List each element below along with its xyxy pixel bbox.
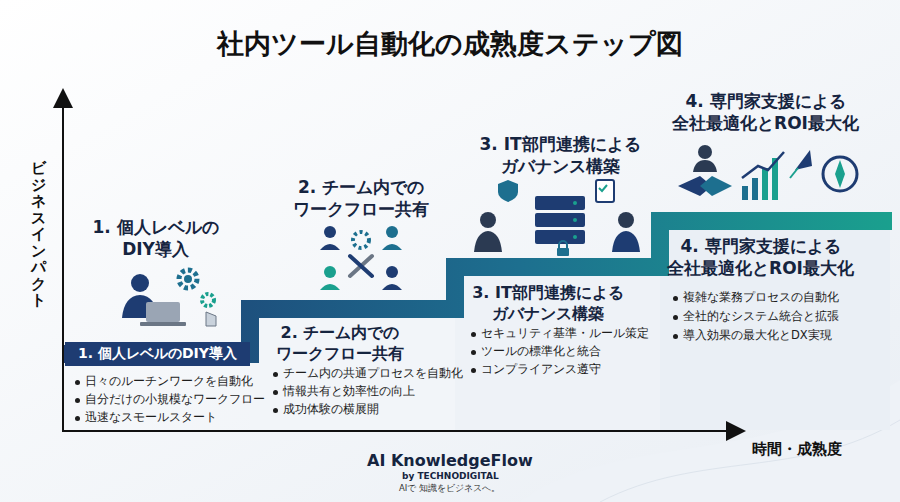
axis-label: ビジネスインパクト [31,160,46,309]
step-heading: 4. 専門家支援による 全社最適化とROI最大化 [653,235,868,279]
bullet-item: チーム内の共通プロセスを自動化 [272,366,463,381]
bullet-dot [273,390,278,395]
bullet-text: コンプライアンス遵守 [481,362,601,376]
bullet-text: 成功体験の横展開 [283,402,379,416]
step-label-box: 1. 個人レベルのDIY導入 [65,342,250,366]
bullet-item: セキュリティ基準・ルール策定 [470,326,649,341]
bullet-dot [75,416,80,421]
brand-tagline: AIで 知識をビジネスへ。 [399,483,500,495]
bullet-item: ツールの標準化と統合 [470,344,601,359]
bullet-dot [673,296,678,301]
bullet-dot [75,398,80,403]
axis-label: 時間・成熟度 [752,440,842,459]
bullet-text: 迅速なスモールスタート [85,410,217,424]
bullet-text: 複雑な業務プロセスの自動化 [683,290,839,304]
bullet-item: 自分だけの小規模なワークフロー [74,392,265,407]
brand-sub: by TECHNODIGITAL [402,471,499,481]
step-heading: 4. 専門家支援による 全社最適化とROI最大化 [658,90,873,134]
bullet-text: ツールの標準化と統合 [481,344,601,358]
bullet-item: コンプライアンス遵守 [470,362,601,377]
bullet-dot [273,372,278,377]
bullet-item: 成功体験の横展開 [272,402,379,417]
bullet-text: 情報共有と効率性の向上 [283,384,415,398]
step-label-text: 1. 個人レベルのDIY導入 [78,345,250,363]
bullet-item: 導入効果の最大化とDX実現 [672,328,832,343]
y-axis [62,92,64,431]
step3-icon [474,180,640,256]
bullet-text: 日々のルーチンワークを自動化 [85,374,253,388]
bullet-item: 複雑な業務プロセスの自動化 [672,290,839,305]
step1-icon [122,270,216,326]
step-heading: 3. IT部門連携による ガバナンス構築 [448,283,648,325]
x-axis [62,430,742,432]
bullet-dot [673,315,678,320]
bullet-item: 迅速なスモールスタート [74,410,217,425]
bullet-text: チーム内の共通プロセスを自動化 [283,366,463,380]
bullet-text: 自分だけの小規模なワークフロー [85,392,265,406]
bullet-item: 日々のルーチンワークを自動化 [74,374,253,389]
bullet-item: 全社的なシステム統合と拡張 [672,309,839,324]
bullet-text: 全社的なシステム統合と拡張 [683,309,839,323]
bullet-text: 導入効果の最大化とDX実現 [683,328,832,342]
bullet-dot [471,368,476,373]
bullet-dot [273,408,278,413]
step-heading: 2. チーム内での ワークフロー共有 [271,176,451,220]
wave-line [600,420,900,502]
bullet-item: 情報共有と効率性の向上 [272,384,415,399]
step2-icon [320,226,402,290]
step-heading: 3. IT部門連携による ガバナンス構築 [460,133,660,177]
title: 社内ツール自動化の成熟度ステップ図 [217,26,683,62]
brand-name: AI KnowledgeFlow [367,451,533,470]
step-heading: 1. 個人レベルの DIY導入 [78,216,233,260]
step4-icon [678,145,857,200]
bullet-dot [673,334,678,339]
bullet-text: セキュリティ基準・ルール策定 [481,326,649,340]
step-heading: 2. チーム内での ワークフロー共有 [250,323,430,365]
bullet-dot [471,350,476,355]
bullet-dot [471,332,476,337]
bullet-dot [75,380,80,385]
